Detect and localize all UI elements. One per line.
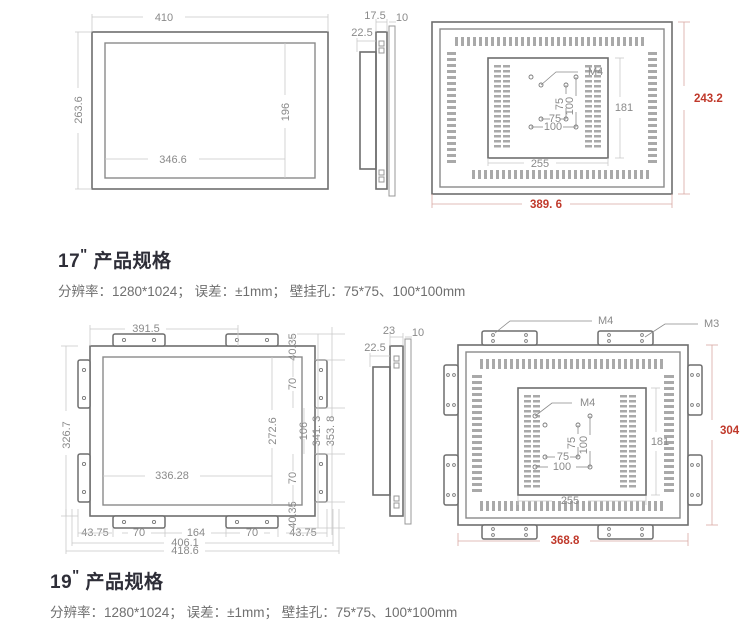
dim-total-v-1-19: 341. 3	[311, 416, 323, 447]
dim-vesa75h-17: 75	[549, 113, 561, 125]
label-m4-19: M4	[580, 397, 595, 409]
label-m4-top-19: M4	[598, 315, 613, 327]
dim-chain-v-1-19: 40.35	[287, 333, 299, 361]
vent-slots-plate-right-17	[585, 65, 601, 148]
drawing-group-17: 410 263.6 346.6 196	[0, 0, 750, 225]
dim-vesa75h-19: 75	[557, 451, 569, 463]
dim-screen-height-17: 196	[280, 103, 292, 121]
vent-slots-left-17	[447, 52, 456, 163]
dim-vesa100v-19: 100	[578, 436, 590, 454]
dim-front-height-17: 263.6	[73, 96, 85, 124]
dim-vesa75v-17: 75	[554, 98, 566, 110]
heading-quote-19: "	[72, 567, 80, 584]
dim-side-flange-19: 10	[412, 327, 424, 339]
dim-overall-width-17: 389. 6	[530, 199, 562, 211]
side-view-19: 23 10 22.5	[364, 325, 424, 525]
dim-vesa100h-19: 100	[553, 461, 571, 473]
dim-chain-h-3-19: 164	[187, 527, 205, 539]
vent-slots-plate-right-19	[620, 395, 636, 488]
drawing-group-19: 391.5 326.7 336.28 272.6	[0, 315, 750, 557]
dim-overall-width-19: 368.8	[551, 535, 580, 547]
side-view-17: 17.5 10 22.5	[351, 10, 408, 197]
heading-label-19: 产品规格	[85, 572, 164, 593]
heading-size-17: 17	[58, 251, 81, 272]
dim-screen-height-19: 272.6	[267, 417, 279, 445]
vent-slots-bottom-17	[472, 170, 649, 179]
front-view-17: 410 263.6 346.6 196	[73, 12, 329, 190]
label-m3-19: M3	[704, 318, 719, 330]
rear-view-19: M4 M3	[443, 315, 740, 547]
vent-slots-left-19	[472, 375, 482, 492]
vent-slots-plate-left-17	[494, 65, 510, 148]
vent-slots-bottom-19	[480, 501, 663, 511]
dim-chain-v-2-19: 70	[287, 378, 299, 390]
dim-chain-v-3-19: 106	[298, 422, 310, 440]
dim-front-width-17: 410	[155, 12, 173, 24]
dim-plate-height-19: 181	[651, 436, 669, 448]
label-m4-17: M4	[588, 66, 603, 78]
dim-plate-height-17: 181	[615, 102, 633, 114]
dim-chain-h-2-19: 70	[133, 527, 145, 539]
spec-line-17: 分辨率：1280*1024； 误差：±1mm； 壁挂孔：75*75、100*10…	[58, 284, 466, 299]
front-view-19: 391.5 326.7 336.28 272.6	[61, 323, 345, 557]
heading-17: 17" 产品规格	[58, 246, 172, 273]
dim-vesa100h-17: 100	[544, 121, 562, 133]
vent-slots-right-17	[648, 52, 657, 163]
dim-overall-height-19: 304	[720, 425, 740, 437]
dim-plate-width-17: 255	[531, 158, 549, 170]
dim-chain-v-5-19: 40.35	[287, 501, 299, 529]
vent-slots-top-17	[455, 37, 644, 46]
heading-label-17: 产品规格	[93, 251, 172, 272]
heading-quote-17: "	[80, 246, 88, 263]
dim-screen-width-19: 336.28	[155, 470, 189, 482]
dim-vesa75v-19: 75	[566, 437, 578, 449]
heading-19: 19" 产品规格	[50, 567, 164, 594]
dim-side-bezel-19: 22.5	[364, 342, 385, 354]
vent-slots-top-19	[480, 359, 663, 369]
dim-side-depth-19: 23	[383, 325, 395, 337]
rear-view-17: M4 75 100 75 100	[431, 21, 723, 211]
dim-side-flange-17: 10	[396, 12, 408, 24]
dim-plate-width-19: 255	[561, 495, 579, 507]
dim-total-2-19: 418.6	[171, 545, 199, 557]
dim-chain-v-4-19: 70	[287, 472, 299, 484]
vent-slots-right-19	[664, 375, 674, 492]
spec-line-19: 分辨率：1280*1024； 误差：±1mm； 壁挂孔：75*75、100*10…	[50, 605, 458, 620]
dim-total-1-19: 406.1	[171, 537, 199, 549]
dim-vesa100v-17: 100	[564, 97, 576, 115]
vent-slots-plate-left-19	[524, 395, 540, 488]
dim-overall-height-17: 243.2	[694, 93, 723, 105]
dim-side-bezel-17: 22.5	[351, 27, 372, 39]
dim-total-v-2-19: 353. 8	[325, 416, 337, 447]
dim-front-height-19: 326.7	[61, 421, 73, 449]
dim-chain-h-4-19: 70	[246, 527, 258, 539]
dim-screen-width-17: 346.6	[159, 154, 187, 166]
dim-side-depth-17: 17.5	[364, 10, 385, 22]
heading-size-19: 19	[50, 572, 73, 593]
dim-front-width-19: 391.5	[132, 323, 160, 335]
